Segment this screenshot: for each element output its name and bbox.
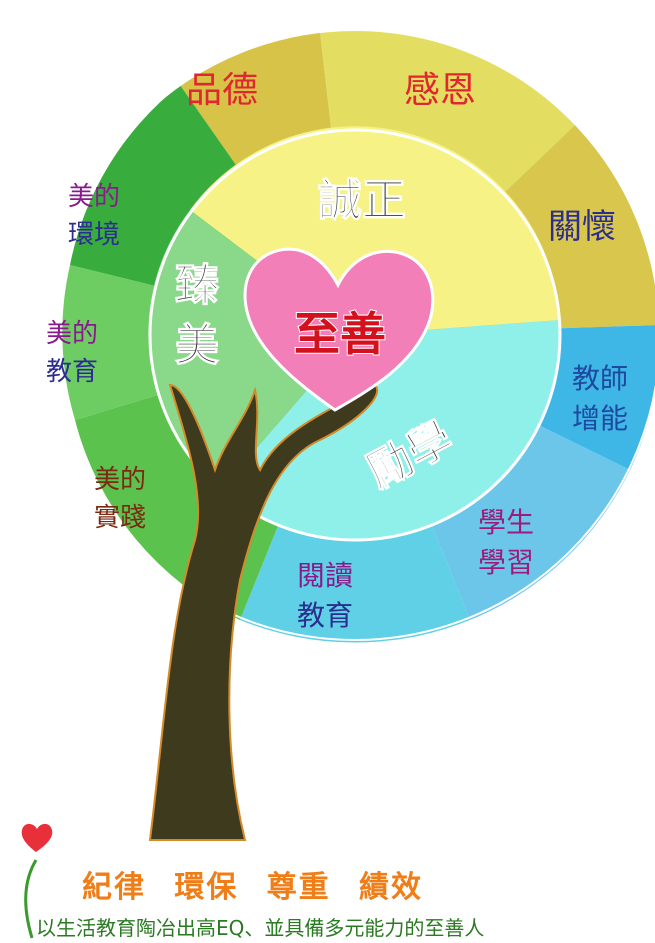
motto-item: 尊重 [266,871,331,904]
motto-item: 紀律 [82,871,146,904]
label-zhishan: 至善 [294,307,386,361]
label-pinde: 品德 [186,70,258,111]
label-zhenmei-2: 美 [175,320,219,371]
label-jiaoshi-2: 增能 [572,402,628,435]
label-yuedu-2: 教育 [297,599,353,632]
label-chengzheng: 誠正 [318,175,406,226]
motto: 紀律 環保 尊重 績效 [82,862,441,906]
label-huanjing-1: 美的 [68,182,120,212]
inner-sector-zhenmei [148,210,355,490]
tree-trunk [148,383,378,841]
motto-item: 環保 [174,871,239,904]
heart-shape [243,247,435,412]
label-shijian-2: 實踐 [94,503,146,533]
label-shijian-1: 美的 [94,465,146,495]
label-huanjing-2: 環境 [68,220,120,250]
label-yuedu-1: 閱讀 [297,559,353,592]
label-xuesheng-2: 學習 [478,546,534,579]
outer-labels: 品德 感恩 關懷 教師 增能 學生 學習 閱讀 教育 美的 實踐 美的 教育 美… [46,70,628,632]
inner-sector-chengzheng [190,126,560,336]
inner-sector-lixue [220,320,561,542]
label-jiaoyu-2: 教育 [46,357,98,387]
heart [243,247,435,412]
inner-ring [148,126,562,542]
slogan: 以生活教育陶冶出高EQ、並具備多元能力的至善人 [36,916,485,940]
label-xuesheng-1: 學生 [478,506,534,539]
label-jiaoyu-1: 美的 [46,319,98,349]
label-guanhuai: 關懷 [548,207,616,247]
flower-icon [21,823,53,939]
label-ganen: 感恩 [404,70,476,111]
motto-item: 績效 [359,871,424,904]
label-jiaoshi-1: 教師 [572,362,628,395]
label-zhenmei-1: 臻 [175,260,219,311]
